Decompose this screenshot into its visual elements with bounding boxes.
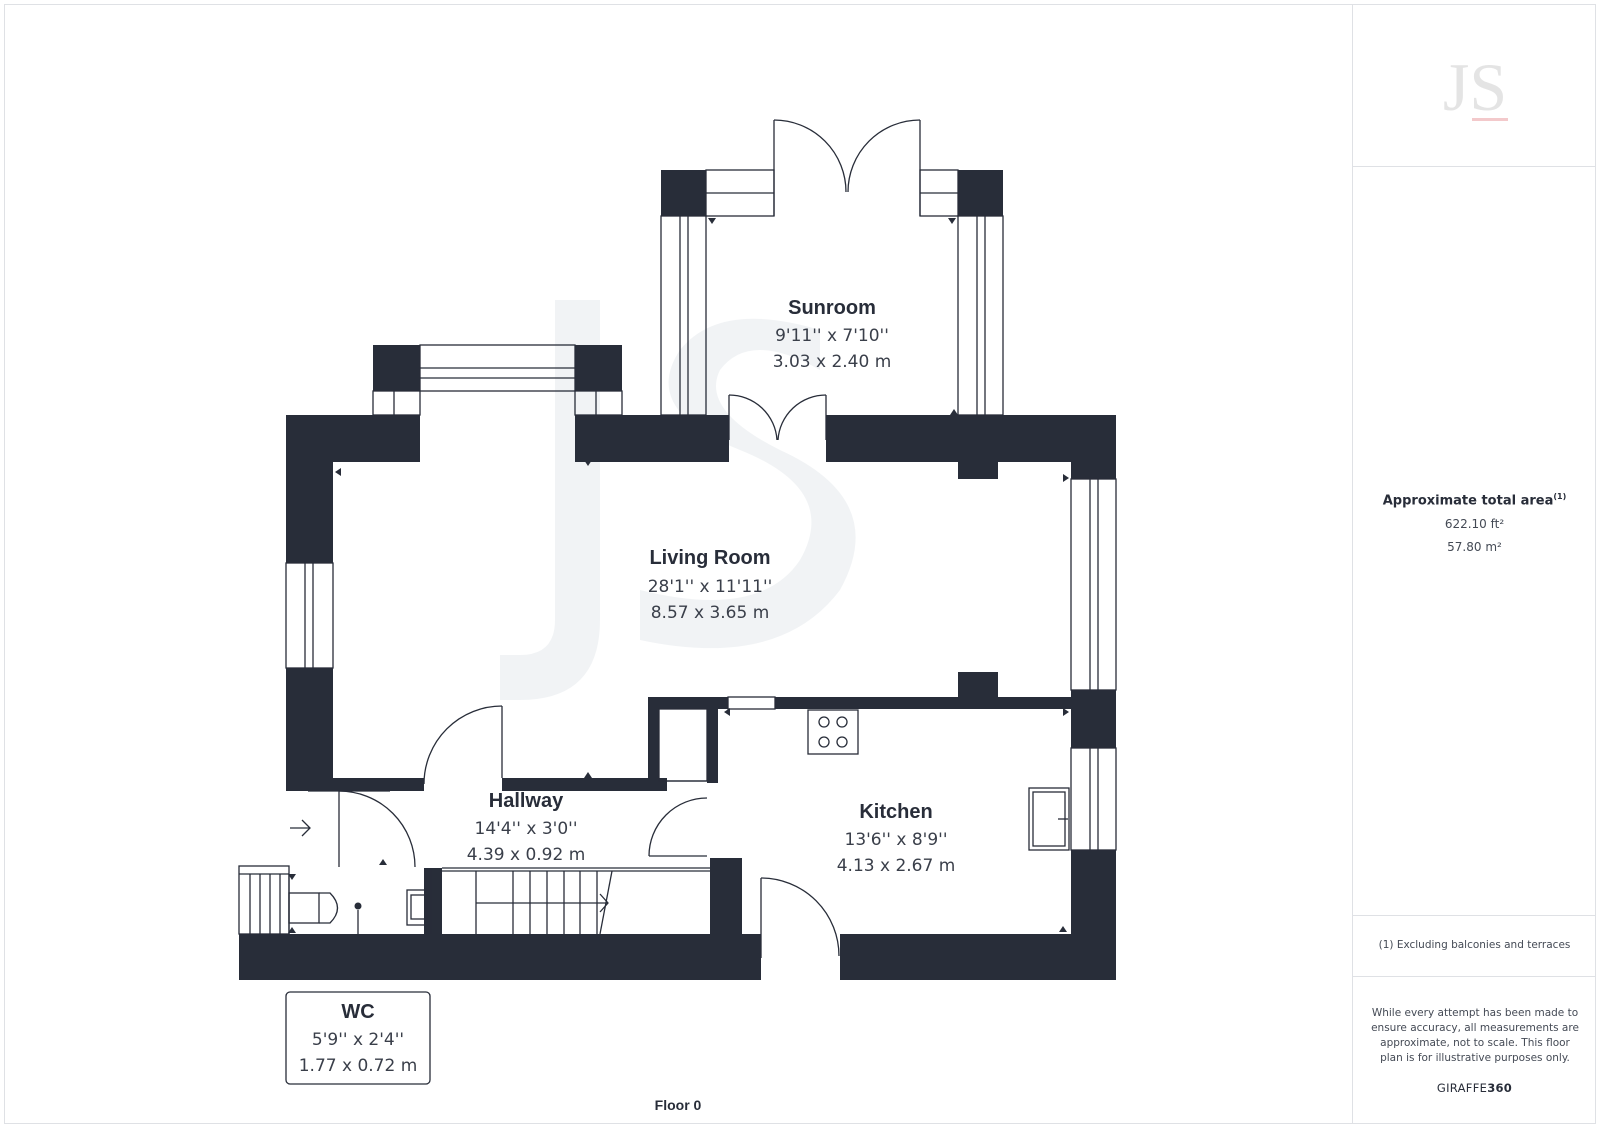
room-dim-imperial-wc: 5'9'' x 2'4'' [312,1030,404,1050]
area-sqm: 57.80 m² [1447,540,1502,555]
floor-label: Floor 0 [655,1097,702,1113]
walls [239,170,1116,980]
room-name-wc: WC [341,1001,374,1023]
room-dim-imperial-hallway: 14'4'' x 3'0'' [475,819,578,839]
js-logo-icon: JS [1442,49,1508,125]
room-dim-metric-wc: 1.77 x 0.72 m [299,1056,418,1076]
sidebar-divider [1353,915,1596,916]
logo: JS [1353,4,1596,166]
sidebar: JS Approximate total area(1) 622.10 ft² … [1352,4,1596,1124]
wall-lines [238,119,1117,1085]
area-summary: Approximate total area(1) 622.10 ft² 57.… [1353,492,1596,554]
area-sqft: 622.10 ft² [1444,517,1505,532]
room-dim-imperial-kitchen: 13'6'' x 8'9'' [845,830,948,850]
room-name-hallway: Hallway [489,790,564,812]
sidebar-divider [1353,166,1596,167]
room-name-kitchen: Kitchen [859,801,932,823]
floor-plan: Sunroom 9'11'' x 7'10'' 3.03 x 2.40 m Li… [238,119,1117,1113]
svg-text:JS: JS [1442,49,1506,125]
brand-label: GIRAFFE360 [1436,1081,1513,1095]
sidebar-divider [1353,976,1596,977]
room-dim-metric-living: 8.57 x 3.65 m [651,603,770,623]
area-title: Approximate total area(1) [1382,492,1567,509]
room-name-living: Living Room [649,547,770,569]
room-name-sunroom: Sunroom [788,297,876,319]
page-frame [4,4,1596,1124]
room-dim-metric-hallway: 4.39 x 0.92 m [467,845,586,865]
room-dim-imperial-sunroom: 9'11'' x 7'10'' [775,326,889,346]
disclaimer: While every attempt has been made to ens… [1371,1007,1579,1064]
room-dim-imperial-living: 28'1'' x 11'11'' [648,577,773,597]
misc-marks [288,218,1069,933]
area-footnote: (1) Excluding balconies and terraces [1378,939,1571,951]
room-dim-metric-sunroom: 3.03 x 2.40 m [773,352,892,372]
room-dim-metric-kitchen: 4.13 x 2.67 m [837,856,956,876]
